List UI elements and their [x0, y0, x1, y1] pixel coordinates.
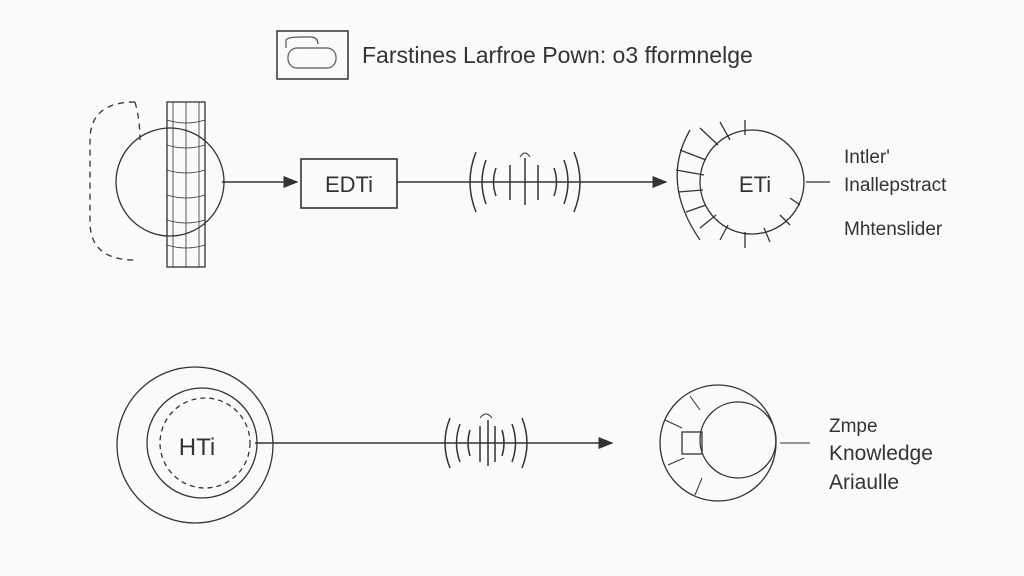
- side-label-bottom-3: Ariaulle: [829, 471, 899, 494]
- edti-box: [300, 158, 398, 209]
- source-node-top: [89, 101, 225, 268]
- side-label-top-3: Mhtenslider: [844, 219, 943, 240]
- diagram-title: Farstines Larfroe Pown: o3 fformnelge: [362, 42, 753, 68]
- signal-wave-icon-top: [469, 151, 581, 213]
- side-label-top-1: Intler': [844, 147, 890, 168]
- signal-wave-icon-bottom: [444, 413, 528, 469]
- hti-label: HTi: [179, 434, 215, 461]
- edti-label: EDTi: [325, 172, 373, 197]
- side-label-bottom-2: Knowledge: [829, 442, 933, 465]
- eti-label: ETi: [739, 172, 771, 197]
- target-node-bottom: [659, 384, 810, 502]
- title-icon: [276, 30, 349, 80]
- side-label-top-2: Inallepstract: [844, 175, 947, 196]
- side-label-bottom-1: Zmpe: [829, 416, 878, 437]
- target-node-top: [675, 120, 830, 248]
